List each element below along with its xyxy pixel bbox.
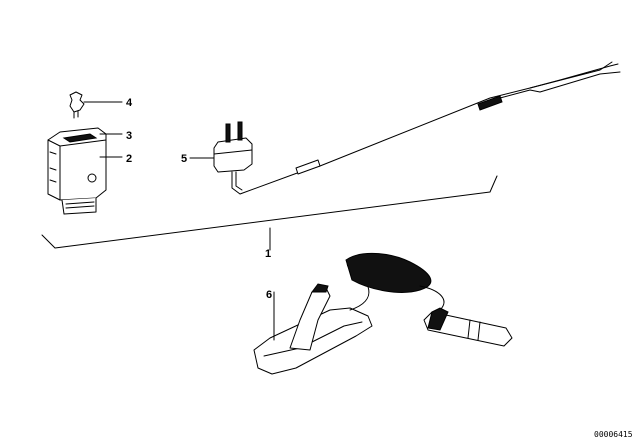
plug-cable	[189, 61, 621, 195]
connector-housing	[47, 127, 123, 215]
callout-3: 3	[126, 130, 132, 142]
callout-6: 6	[266, 289, 272, 301]
assembly-bracket	[41, 175, 498, 251]
switch-mount	[253, 252, 513, 375]
callout-2: 2	[126, 153, 132, 165]
callout-1: 1	[265, 248, 271, 260]
callout-4: 4	[126, 97, 133, 109]
clip-part	[69, 91, 123, 119]
callout-5: 5	[181, 153, 187, 165]
document-id: 00006415	[594, 430, 633, 439]
